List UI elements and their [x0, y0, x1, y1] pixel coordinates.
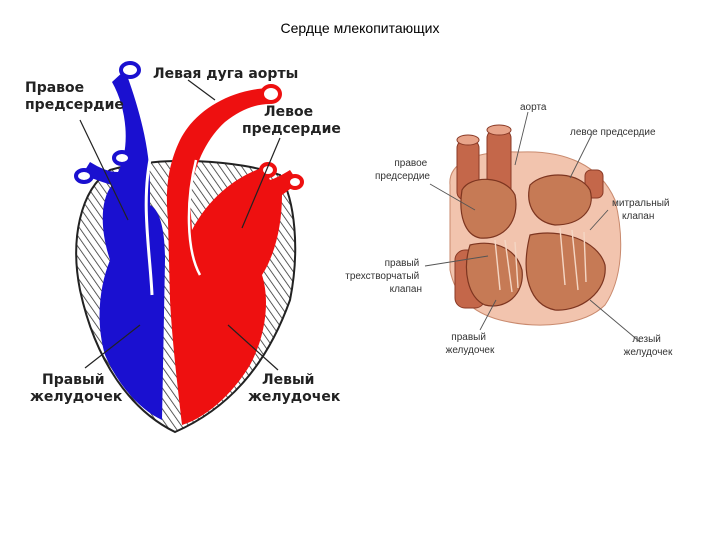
label-mitral-valve: митральный клапан [612, 198, 672, 222]
label-left-atrium: Левое предсердие [242, 104, 341, 137]
label-left-atrium-anat: левое предсердие [570, 127, 656, 138]
label-left-aortic-arch: Левая дуга аорты [153, 66, 298, 82]
label-aorta: аорта [520, 102, 547, 113]
anatomical-leader-lines [424, 111, 641, 343]
schematic-heart-diagram: Правое предсердие Левая дуга аорты Левое… [25, 61, 341, 434]
label-left-ventricle-anat: лезый желудочек [624, 334, 673, 358]
label-right-ventricle: Правый желудочек [30, 372, 123, 405]
schematic-leader-lines [79, 79, 281, 371]
anatomical-heart-diagram: аорта левое предсердие правое предсердие… [345, 102, 673, 358]
label-right-atrium-anat: правое предсердие [375, 158, 430, 182]
valve-chordae [494, 227, 587, 293]
label-left-ventricle: Левый желудочек [248, 372, 341, 405]
label-tricuspid-valve: правый трехстворчатый клапан [345, 258, 422, 295]
slide-title: Сердце млекопитающих [280, 20, 440, 36]
label-right-ventricle-anat: правый желудочек [446, 332, 495, 356]
label-right-atrium: Правое предсердие [25, 80, 124, 113]
venous-blood-blue [74, 61, 165, 420]
